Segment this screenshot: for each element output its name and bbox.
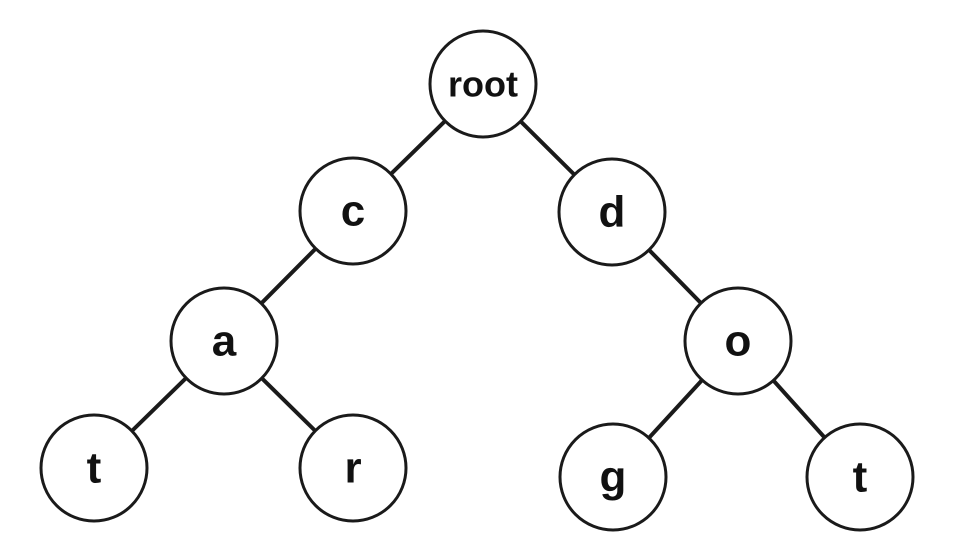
node-circle-root <box>428 29 538 139</box>
node-t2: t <box>805 422 915 532</box>
node-a: a <box>169 286 279 396</box>
node-o: o <box>683 286 793 396</box>
node-label-a: a <box>212 317 237 366</box>
node-root: root <box>428 29 538 139</box>
node-circle-r <box>298 413 408 523</box>
node-label-t2: t <box>853 453 868 502</box>
edges-layer <box>92 82 862 479</box>
node-label-c: c <box>341 187 365 236</box>
node-label-g: g <box>600 453 627 502</box>
node-t1: t <box>39 413 149 523</box>
node-label-root: root <box>448 64 518 105</box>
node-c: c <box>298 156 408 266</box>
node-label-d: d <box>599 188 626 237</box>
node-label-o: o <box>725 317 752 366</box>
node-circle-g <box>558 422 668 532</box>
node-circle-t1 <box>39 413 149 523</box>
node-circle-t2 <box>805 422 915 532</box>
node-circle-o <box>683 286 793 396</box>
node-r: r <box>298 413 408 523</box>
nodes-layer: root c d a o t r g t <box>39 29 915 532</box>
node-label-t1: t <box>87 444 102 493</box>
node-circle-d <box>557 157 667 267</box>
node-circle-c <box>298 156 408 266</box>
node-g: g <box>558 422 668 532</box>
node-circle-a <box>169 286 279 396</box>
node-label-r: r <box>344 444 361 493</box>
node-d: d <box>557 157 667 267</box>
